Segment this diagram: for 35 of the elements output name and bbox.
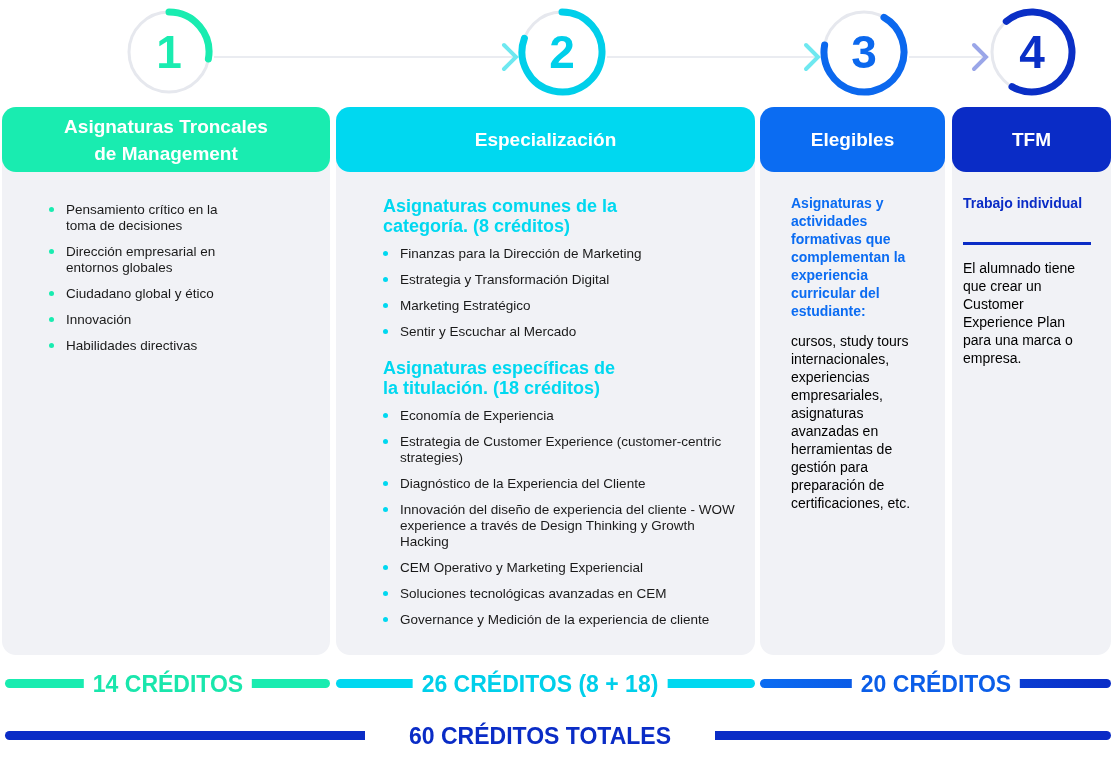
bullet-item: Ciudadano global y ético: [49, 286, 230, 302]
bullet-item: Sentir y Escuchar al Mercado: [383, 324, 740, 340]
bullet-item: CEM Operativo y Marketing Experiencial: [383, 560, 740, 576]
bullet-item: Marketing Estratégico: [383, 298, 740, 314]
bullet-item: Habilidades directivas: [49, 338, 230, 354]
bullet-item: Finanzas para la Dirección de Marketing: [383, 246, 740, 262]
column-card: [760, 107, 945, 655]
bullet-item: Dirección empresarial en entornos globales: [49, 244, 230, 276]
bullet-item: Estrategia de Customer Experience (customer-centric strategies): [383, 434, 740, 466]
column-header: Especialización: [336, 107, 755, 172]
column-card: [2, 107, 330, 655]
bullet-item: Estrategia y Transformación Digital: [383, 272, 740, 288]
description-text: cursos, study tours internacionales, experiencias empresariales, asignaturas avanzadas en herramientas de gestión para preparación de certificaciones, etc.: [791, 332, 912, 512]
bullet-item: Innovación: [49, 312, 230, 328]
section-heading: Asignaturas comunes de la categoría. (8 créditos): [383, 196, 619, 236]
bullet-item: Pensamiento crítico en la toma de decisiones: [49, 202, 230, 234]
bullet-item: Governance y Medición de la experiencia de cliente: [383, 612, 740, 628]
bullet-item: Innovación del diseño de experiencia del cliente - WOW experience a través de Design Thinking y Growth Hacking: [383, 502, 740, 550]
description-text: El alumnado tiene que crear un Customer Experience Plan para una marca o empresa.: [963, 259, 1077, 367]
chevron-arrow: [213, 43, 518, 71]
column-header: Elegibles: [760, 107, 945, 172]
column-card: [952, 107, 1111, 655]
bullet-item: Economía de Experiencia: [383, 408, 740, 424]
column-header: TFM: [952, 107, 1111, 172]
bullet-item: Soluciones tecnológicas avanzadas en CEM: [383, 586, 740, 602]
column-card: [336, 107, 755, 655]
subheading: Trabajo individual: [963, 194, 1084, 212]
chevron-arrow: [908, 43, 988, 71]
credit-total: 26 CRÉDITOS (8 + 18): [412, 670, 668, 698]
column-header: Asignaturas Troncales de Management: [2, 107, 330, 172]
bullet-item: Diagnóstico de la Experiencia del Cliente: [383, 476, 740, 492]
section-heading: Asignaturas específicas de la titulación. (18 créditos): [383, 358, 617, 398]
step-number-ring: 2: [517, 7, 607, 97]
subheading: Asignaturas y actividades formativas que complementan la experiencia curricular del estudiante:: [791, 194, 907, 320]
chevron-arrow: [606, 43, 820, 71]
